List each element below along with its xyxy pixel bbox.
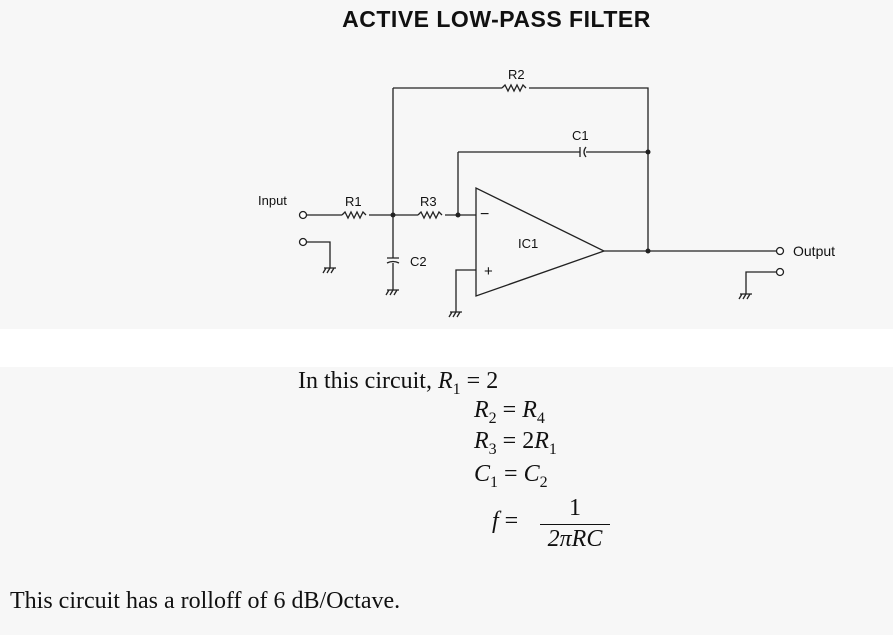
circuit-schematic: Input R1 R2 R3 C1 C2 IC1 − + Output [258,67,835,318]
eq2-rhs-sub: 4 [536,410,545,427]
eq1-lhs: R [437,368,453,394]
eq4-rhs: C [523,461,540,487]
r2-label: R2 [508,67,525,82]
r3-label: R3 [420,194,437,209]
eq2-rhs: R [522,397,537,423]
resistor-r3-symbol [417,210,443,220]
eq1-rhs: 2 [486,368,499,394]
equation-r1: In this circuit, R1 = 2 [298,368,498,399]
junction-c1-r2 [645,149,651,155]
resistor-r1-symbol [341,210,367,220]
fraction-numerator: 1 [569,495,581,521]
input-terminal-top [298,210,308,220]
eq4-lhs: C [474,461,491,487]
junction-r3-c1 [455,212,461,218]
white-band [0,329,893,367]
rolloff-text: This circuit has a rolloff of 6 dB/Octav… [10,588,401,614]
eq3-rhs-sub: 1 [548,441,557,458]
r1-label: R1 [345,194,362,209]
capacitor-c2-symbol [386,257,400,264]
frequency-fraction: 1 2πRC [540,495,610,553]
equation-f: f = [492,508,518,535]
eq3-equals: = [502,428,517,454]
eq4-equals: = [504,461,518,487]
plus-label: + [484,263,493,280]
equation-r2: R2 = R4 [474,397,545,428]
eq3-rhs: R [534,428,549,454]
eq5-equals: = [504,508,519,534]
equation-r3: R3 = 2R1 [474,428,557,459]
eq3-lhs: R [474,428,489,454]
eq1-equals: = [466,368,481,394]
equation-c1: C1 = C2 [474,461,548,492]
page-title: ACTIVE LOW-PASS FILTER [342,6,651,32]
wire-r2-right [529,87,649,251]
eq4-rhs-sub: 2 [539,474,548,491]
eq3-rhs-coef: 2 [522,428,535,454]
output-label: Output [793,243,835,259]
fraction-denominator: 2πRC [547,526,603,552]
input-terminal-bottom [298,237,308,247]
junction-r1-r3 [390,212,396,218]
ic1-label: IC1 [518,236,538,251]
wire-output-ground [745,271,776,294]
eq2-equals: = [502,397,517,423]
eq4-lhs-sub: 1 [490,474,499,491]
eq3-lhs-sub: 3 [488,441,497,458]
ground-input-symbol [322,267,336,274]
ground-output-symbol [738,293,752,300]
wire-input-ground [307,241,331,268]
output-terminal-top [775,246,785,256]
fraction-bar [540,524,610,525]
wire-plus-ground [455,269,476,312]
output-terminal-bottom [775,267,785,277]
capacitor-c1-symbol [579,146,587,158]
eq2-lhs-sub: 2 [488,410,497,427]
opamp-ic1-body [475,186,606,297]
intro-text: In this circuit, [298,368,432,394]
c1-label: C1 [572,128,589,143]
ground-plus-symbol [448,311,462,318]
input-label: Input [258,193,287,208]
eq2-lhs: R [474,397,489,423]
minus-label: − [480,206,489,223]
ground-c2-symbol [385,289,399,296]
eq5-lhs: f [492,508,499,534]
eq1-lhs-sub: 1 [452,381,461,398]
c2-label: C2 [410,254,427,269]
junction-output [645,248,651,254]
resistor-r2-symbol [501,83,527,93]
